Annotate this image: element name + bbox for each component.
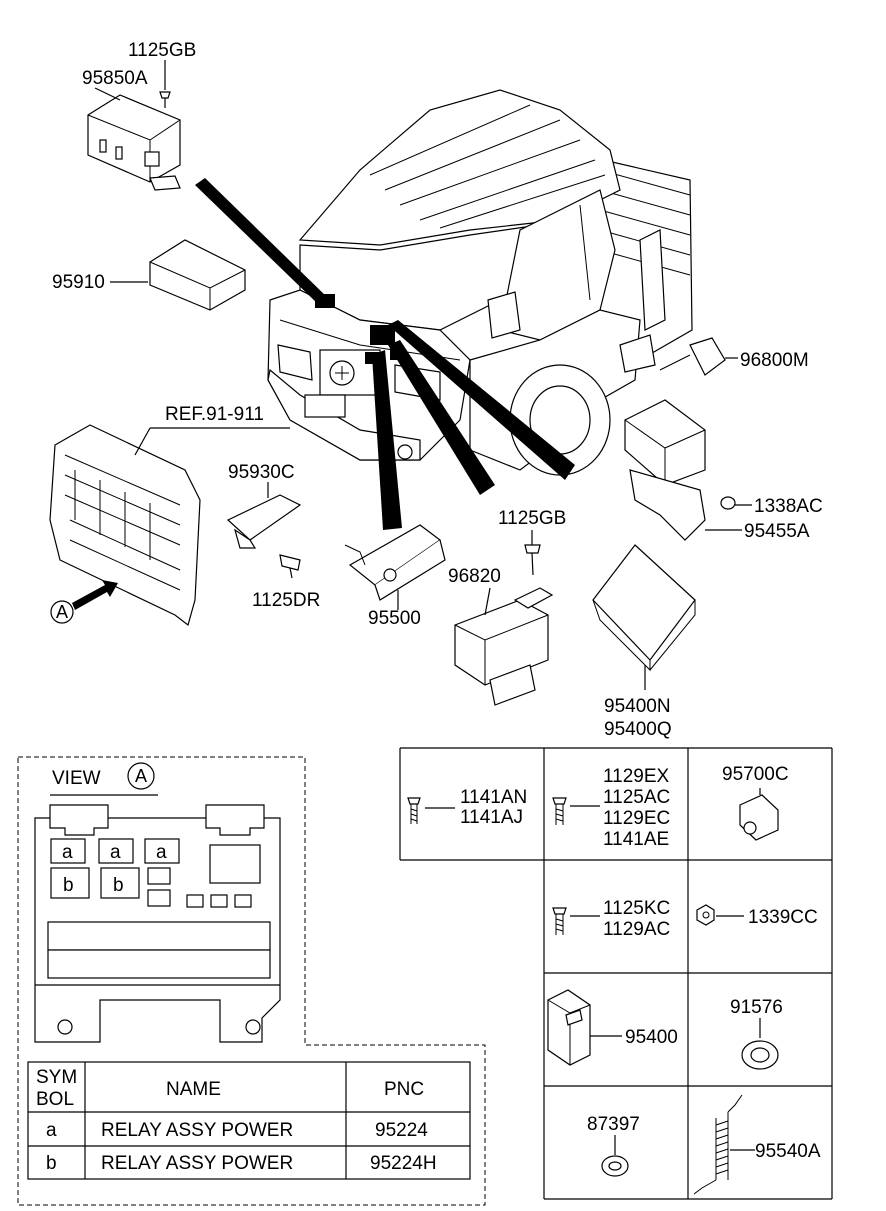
part-95910: 95910 — [52, 239, 246, 311]
grid-95400: 95400 — [625, 1027, 678, 1048]
relay-b-2 — [100, 867, 140, 899]
callout-1125GB-mid: 1125GB — [498, 508, 566, 529]
table-row-2-symbol: b — [46, 1153, 57, 1174]
grid-1125AC: 1125AC — [603, 787, 670, 808]
table-row-2-pnc: 95224H — [370, 1153, 437, 1174]
view-a-panel: VIEW A a a a b b — [17, 756, 486, 1206]
part-96800M: 96800M 1338AC 95455A — [624, 337, 823, 542]
grid-cell-1129EX: 1129EX 1125AC 1129EC 1141AE — [552, 766, 670, 850]
grid-cell-91576: 91576 — [730, 997, 783, 1070]
grid-87397: 87397 — [587, 1114, 640, 1135]
parts-grid: 1141AN 1141AJ 1129EX 1125AC 1129EC 1141A… — [399, 747, 833, 1200]
grid-cell-95540A: 95540A — [693, 1094, 821, 1195]
junction-box: REF.91-911 A — [49, 404, 290, 627]
pointer-wedges — [195, 178, 575, 530]
grid-95540A: 95540A — [755, 1141, 821, 1162]
callout-95400N: 95400N — [604, 696, 671, 717]
callout-95400Q: 95400Q — [604, 719, 672, 740]
callout-95910: 95910 — [52, 272, 105, 293]
callout-96820: 96820 — [448, 566, 501, 587]
part-95850A: 95850A 1125GB — [82, 40, 196, 191]
relay-a-1 — [50, 838, 86, 864]
relay-b-2-label: b — [113, 875, 124, 896]
view-title: VIEW — [52, 768, 101, 789]
callout-1125DR: 1125DR — [252, 590, 320, 611]
grid-95700C: 95700C — [722, 764, 789, 785]
grid-cell-1141AN: 1141AN 1141AJ — [407, 787, 527, 828]
grid-91576: 91576 — [730, 997, 783, 1018]
grid-cell-95400: 95400 — [547, 989, 678, 1066]
part-95500: 95500 — [344, 524, 446, 629]
grid-cell-1339CC: 1339CC — [696, 904, 818, 928]
grid-cell-1125KC: 1125KC 1129AC — [552, 898, 670, 940]
view-title-marker: A — [135, 766, 147, 786]
table-header-symbol-2: BOL — [36, 1089, 74, 1110]
table-row-1-symbol: a — [46, 1120, 57, 1141]
callout-95930C: 95930C — [228, 462, 295, 483]
table-row-1-pnc: 95224 — [375, 1120, 428, 1141]
grid-1141AJ: 1141AJ — [460, 807, 523, 828]
callout-1338AC: 1338AC — [754, 496, 823, 517]
table-row-2-name: RELAY ASSY POWER — [101, 1153, 293, 1174]
relay-a-3 — [144, 838, 180, 864]
grid-1141AE: 1141AE — [603, 829, 669, 850]
grid-1141AN: 1141AN — [460, 787, 527, 808]
relay-b-1 — [50, 867, 90, 899]
callout-95500: 95500 — [368, 608, 421, 629]
table-header-name: NAME — [166, 1079, 221, 1100]
relay-a-2 — [98, 838, 134, 864]
callout-95455A: 95455A — [744, 521, 810, 542]
grid-cell-87397: 87397 — [587, 1114, 640, 1177]
relay-a-3-label: a — [156, 842, 167, 863]
table-row-1-name: RELAY ASSY POWER — [101, 1120, 293, 1141]
grid-1125KC: 1125KC — [603, 898, 670, 919]
grid-1129EC: 1129EC — [603, 808, 670, 829]
relay-a-1-label: a — [62, 842, 73, 863]
relay-a-2-label: a — [110, 842, 121, 863]
part-96820: 96820 1125GB — [448, 508, 566, 706]
grid-1129EX: 1129EX — [603, 766, 670, 787]
callout-ref-91-911: REF.91-911 — [165, 404, 264, 425]
grid-1129AC: 1129AC — [603, 919, 670, 940]
part-95400N: 95400N 95400Q — [592, 544, 696, 740]
relay-b-1-label: b — [63, 875, 74, 896]
part-95930C: 95930C 1125DR — [226, 462, 320, 611]
grid-1339CC: 1339CC — [748, 907, 818, 928]
callout-95850A: 95850A — [82, 68, 148, 89]
table-header-pnc: PNC — [384, 1079, 424, 1100]
truck-illustration — [267, 89, 693, 476]
view-marker-A: A — [56, 602, 68, 622]
callout-96800M: 96800M — [740, 350, 809, 371]
table-header-symbol-1: SYM — [36, 1067, 77, 1088]
grid-cell-95700C: 95700C — [722, 764, 789, 841]
callout-1125GB-top: 1125GB — [128, 40, 196, 61]
pnc-table: SYM BOL NAME PNC a RELAY ASSY POWER 9522… — [27, 1061, 471, 1180]
